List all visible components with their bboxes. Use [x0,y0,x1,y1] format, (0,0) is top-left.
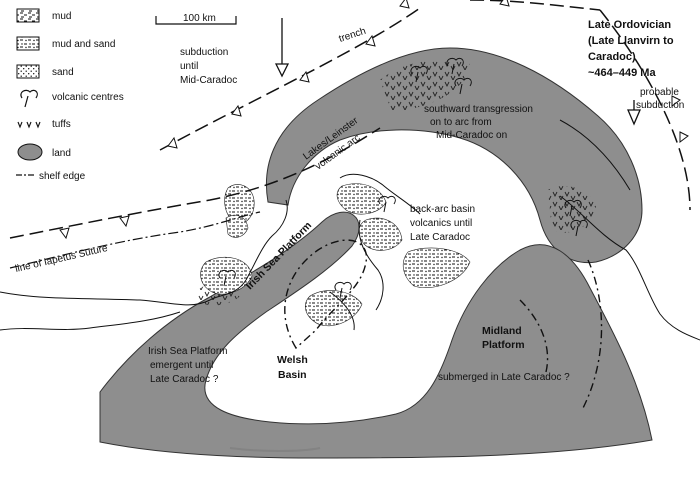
welsh-basin-label-1: Welsh [277,354,308,366]
shelf-edge-south [519,299,549,373]
land-masses [99,47,653,459]
mudsand-patch [200,256,253,295]
trench-label: trench [338,26,368,45]
mudsand-patch [305,290,363,326]
volcanic-centre-icon [570,219,588,237]
legend-label-sand: sand [52,67,74,78]
sediment-patches [200,183,471,326]
irish-sea-emergent-label-2: emergent until [150,360,213,371]
back-arc-label-2: volcanics until [410,218,472,229]
irish-sea-platform-landmass [99,211,653,459]
volcanic-centre-icon [378,195,396,213]
volcanic-centre-icon [334,281,352,299]
tuff-icon [17,121,41,129]
welsh-basin-label-2: Basin [278,369,307,381]
legend-label-land: land [52,148,71,159]
coastline [0,119,700,341]
legend-label-mud: mud [52,11,71,22]
land-icon [17,143,43,161]
transgression-label-2: on to arc from [430,117,492,128]
transgression-label-3: Mid-Caradoc on [436,130,507,141]
volcanic-centre-icon [564,199,582,217]
volcanic-centre-icon [454,77,472,95]
volcanic-centre-icon [218,269,236,287]
volcanic-centre-icon [410,65,428,83]
transgression-label-1: southward transgression [424,104,533,115]
volcanic-centre-icon [20,89,38,108]
mudsand-patch [225,215,249,238]
northern-arc-landmass [265,47,643,264]
welsh-basin-shading [229,447,321,452]
title-line-1: Late Ordovician [588,19,671,31]
shelf-edge-arc [284,239,368,350]
volcanic-centre-icon [446,57,464,75]
mudsand-patch [402,247,471,288]
volcanic-centres [218,57,588,299]
subduction-line-east [599,9,691,211]
scale-bar-label: 100 km [183,13,216,24]
title-line-4: ~464–449 Ma [588,67,656,79]
back-arc-label-3: Late Caradoc [410,232,470,243]
mudsand-patch [336,183,387,215]
scale-bar: 100 km [155,13,237,25]
iapetus-suture-label: line of Iapetus Suture [14,243,109,275]
irish-sea-emergent-label-3: Late Caradoc ? [150,374,219,385]
shelf-edge-east [581,259,603,411]
mudsand-patch [358,217,403,251]
subduction-label-3: Mid-Caradoc [180,75,237,86]
midland-platform-label-1: Midland [482,325,522,337]
legend-label-tuffs: tuffs [52,119,71,130]
subduction-label-1: subduction [180,47,228,58]
iapetus-suture-line [9,211,261,269]
legend-label-volcanic-centres: volcanic centres [52,92,124,103]
back-arc-label-1: back-arc basin [410,204,475,215]
irish-sea-emergent-label-1: Irish Sea Platform [148,346,227,357]
midland-submerged-label: submerged in Late Caradoc ? [438,372,570,383]
title-line-3: Caradoc) [588,51,636,63]
midland-platform-label-2: Platform [482,339,525,351]
trench-teeth [59,0,689,240]
subduction-label-2: until [180,61,198,72]
legend-swatch-mud [16,8,40,23]
probable-subduction-label-1: probable [640,87,679,98]
shelf-edges [284,239,603,411]
title-line-2: (Late Llanvirn to [588,35,674,47]
legend-label-mud-and-sand: mud and sand [52,39,115,50]
legend-swatch-mud-and-sand [16,36,40,51]
legend-swatch-sand [16,64,40,79]
legend: mud mud and sand sand volcanic centres t… [16,8,124,182]
mudsand-patch [224,184,255,224]
legend-label-shelf-edge: shelf edge [39,171,86,182]
subduction-line-inner [9,127,381,239]
arrows [274,18,641,126]
map-title: Late Ordovician (Late Llanvirn to Carado… [588,19,674,79]
probable-subduction-label-2: subduction [636,100,684,111]
